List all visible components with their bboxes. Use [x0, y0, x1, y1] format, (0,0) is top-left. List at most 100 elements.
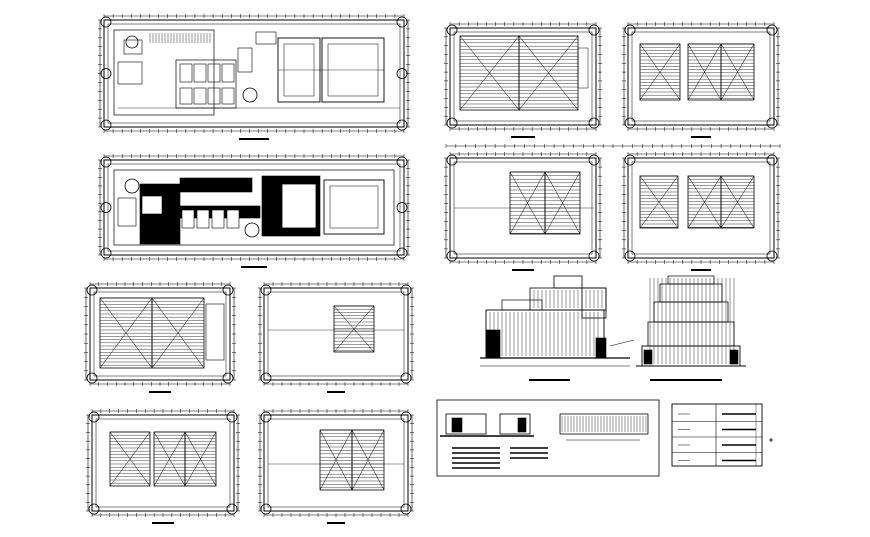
- round-corner: [260, 284, 272, 296]
- round-corner: [125, 35, 139, 49]
- round-corner: [766, 24, 778, 36]
- round-corner: [88, 411, 100, 423]
- rect: [113, 169, 395, 246]
- round-corner: [244, 222, 260, 238]
- rect: [89, 287, 231, 381]
- rect: [643, 349, 653, 365]
- rect: [196, 209, 210, 229]
- round-corner: [766, 117, 778, 129]
- line: [351, 429, 385, 491]
- round-corner: [588, 117, 600, 129]
- rect: [93, 291, 227, 377]
- rect: [179, 87, 193, 105]
- rect: [117, 197, 137, 227]
- rect: [91, 414, 235, 512]
- round-corner: [624, 117, 636, 129]
- line: [109, 431, 151, 487]
- round-corner: [624, 154, 636, 166]
- line: [184, 431, 217, 487]
- round-corner: [260, 411, 272, 423]
- rect: [499, 413, 531, 435]
- line: [509, 171, 546, 235]
- round-corner: [260, 372, 272, 384]
- rect: [179, 177, 253, 193]
- round-corner: [124, 178, 140, 194]
- line: [639, 43, 681, 101]
- schedule-table: [671, 403, 763, 467]
- north-arrow: [769, 438, 773, 442]
- rect: [255, 31, 277, 45]
- rect: [671, 403, 763, 467]
- rect: [595, 337, 607, 359]
- rect: [221, 87, 235, 105]
- rect: [485, 329, 501, 359]
- rect: [211, 209, 225, 229]
- rect: [193, 63, 207, 83]
- line: [639, 175, 679, 229]
- elevation-main: [480, 275, 635, 381]
- rect: [445, 413, 487, 435]
- rect: [627, 157, 775, 259]
- round-corner: [396, 16, 408, 28]
- rect: [577, 47, 589, 89]
- line: [99, 297, 153, 369]
- rect: [631, 161, 771, 255]
- round-corner: [100, 16, 112, 28]
- drawings-layer: [84, 14, 781, 524]
- round-corner: [624, 250, 636, 262]
- rect: [141, 195, 163, 215]
- rect: [226, 209, 240, 229]
- rect: [113, 29, 215, 116]
- round-corner: [400, 372, 412, 384]
- round-corner: [100, 156, 112, 168]
- round-corner: [624, 24, 636, 36]
- round-corner: [242, 87, 258, 103]
- round-corner: [396, 202, 408, 213]
- round-corner: [226, 411, 238, 423]
- line: [609, 339, 635, 347]
- round-corner: [396, 156, 408, 168]
- rect: [323, 179, 385, 235]
- round-corner: [766, 250, 778, 262]
- rect: [451, 417, 463, 433]
- line: [720, 43, 755, 101]
- plan-r2c2: [622, 152, 780, 271]
- plan-r1c2: [622, 22, 780, 138]
- line: [518, 35, 579, 111]
- round-corner: [88, 503, 100, 515]
- rect: [267, 291, 405, 377]
- rect: [179, 63, 193, 83]
- round-corner: [100, 119, 112, 131]
- round-corner: [588, 154, 600, 166]
- line: [720, 175, 755, 229]
- rect: [107, 23, 401, 124]
- round-corner: [400, 503, 412, 515]
- floor-plan-upper-2: [98, 154, 410, 268]
- rect: [627, 27, 775, 126]
- round-corner: [766, 154, 778, 166]
- rect: [117, 61, 143, 85]
- rect: [107, 163, 401, 252]
- rect: [263, 287, 409, 381]
- round-corner: [588, 250, 600, 262]
- round-corner: [100, 247, 112, 259]
- round-corner: [226, 503, 238, 515]
- rect: [436, 399, 660, 477]
- plan-left-4: [258, 409, 414, 524]
- elevation-side: [636, 275, 746, 381]
- plan-r2c1: [444, 152, 602, 271]
- line: [687, 175, 722, 229]
- rect: [181, 209, 195, 229]
- round-corner: [396, 247, 408, 259]
- section-panel: [436, 399, 660, 477]
- rect: [207, 87, 221, 105]
- rect: [729, 349, 739, 365]
- round-corner: [446, 250, 458, 262]
- rect: [103, 19, 405, 128]
- round-corner: [100, 202, 112, 213]
- line: [333, 305, 375, 353]
- rect: [205, 303, 225, 361]
- line: [153, 431, 186, 487]
